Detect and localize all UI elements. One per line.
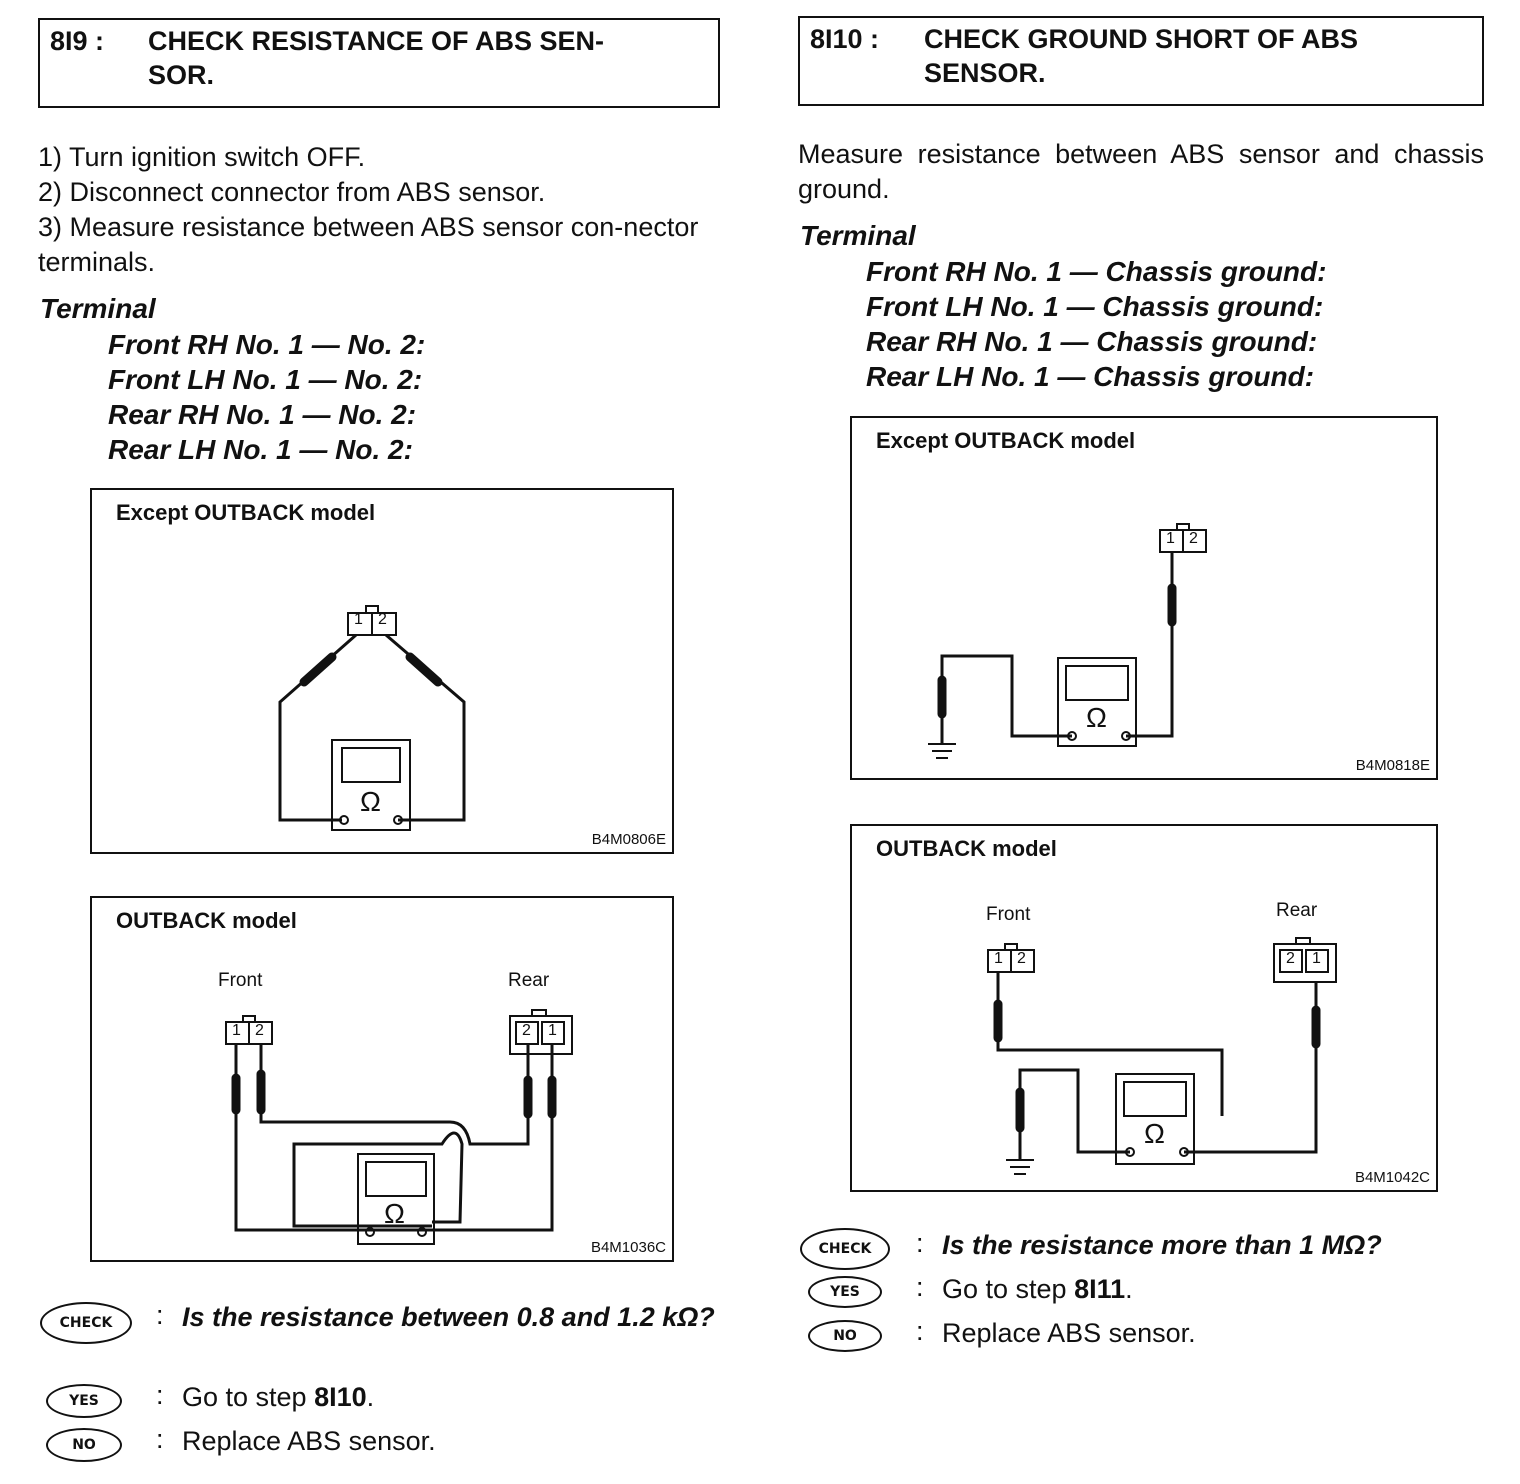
figure-id: B4M1036C [590, 1239, 666, 1256]
yes-prefix: Go to step [942, 1274, 1075, 1304]
instruction: Measure resistance between ABS sensor an… [798, 139, 1484, 204]
pin-label: 2 [1286, 950, 1295, 967]
terminal-item: Rear RH No. 1 — Chassis ground: [866, 326, 1318, 357]
step-title: CHECK RESISTANCE OF ABS SEN- SOR. [148, 26, 605, 90]
yes-action: Go to step 8I10. [182, 1380, 738, 1415]
separator: : [916, 1316, 924, 1346]
figure-except-outback-ground: Except OUTBACK model 1 2 Ω B4M0818E [850, 416, 1438, 780]
step-link-8i10[interactable]: 8I10 [314, 1382, 367, 1412]
front-label: Front [986, 904, 1031, 925]
pin-label: 1 [354, 611, 363, 628]
yes-suffix: . [366, 1382, 375, 1412]
step-link-8i11[interactable]: 8I11 [1074, 1274, 1126, 1304]
instruction-item: 1) Turn ignition switch OFF. [38, 142, 366, 172]
terminal-item: Front RH No. 1 — No. 2: [108, 329, 426, 360]
separator: : [916, 1272, 924, 1302]
ohm-symbol: Ω [360, 786, 381, 817]
separator: : [156, 1300, 164, 1330]
yes-prefix: Go to step [182, 1382, 315, 1412]
no-action: Replace ABS sensor. [942, 1318, 1196, 1348]
check-icon: CHECK [40, 1302, 132, 1344]
figure-title: OUTBACK model [876, 836, 1057, 861]
terminal-list: Front RH No. 1 — Chassis ground: Front L… [866, 254, 1326, 394]
separator: : [156, 1424, 164, 1454]
wiring-diagram [987, 937, 1337, 1175]
pin-label: 2 [255, 1022, 264, 1039]
ohm-symbol: Ω [1144, 1118, 1165, 1149]
pin-label: 1 [548, 1022, 557, 1039]
instruction-item: 2) Disconnect connector from ABS sensor. [38, 177, 546, 207]
no-icon: NO [808, 1320, 882, 1352]
figure-title: OUTBACK model [116, 908, 297, 933]
terminal-item: Front LH No. 1 — Chassis ground: [866, 291, 1324, 322]
no-action: Replace ABS sensor. [182, 1426, 436, 1456]
instruction-list: 1) Turn ignition switch OFF. 2) Disconne… [38, 140, 720, 280]
figure-title: Except OUTBACK model [876, 428, 1136, 453]
pin-label: 2 [1017, 950, 1026, 967]
figure-id: B4M0806E [591, 831, 666, 848]
terminal-heading: Terminal [40, 293, 156, 324]
check-question: Is the resistance more than 1 MΩ? [942, 1230, 1382, 1260]
pin-label: 1 [232, 1022, 241, 1039]
pin-label: 2 [522, 1022, 531, 1039]
yes-suffix: . [1125, 1274, 1133, 1304]
step-header-8i9: 8I9 : CHECK RESISTANCE OF ABS SEN- SOR. [38, 18, 720, 108]
pin-label: 2 [378, 611, 387, 628]
pin-label: 1 [1166, 530, 1175, 547]
front-label: Front [218, 970, 263, 991]
figure-except-outback-resistance: Except OUTBACK model 1 2 Ω B4M0806E [90, 488, 674, 854]
step-title: CHECK GROUND SHORT OF ABS SENSOR. [924, 24, 1359, 88]
pin-label: 1 [994, 950, 1003, 967]
pin-label: 1 [1312, 950, 1321, 967]
terminal-heading: Terminal [800, 220, 916, 251]
terminal-item: Front RH No. 1 — Chassis ground: [866, 256, 1327, 287]
rear-label: Rear [1276, 900, 1318, 921]
rear-label: Rear [508, 970, 550, 991]
instruction-item: 3) Measure resistance between ABS sensor… [38, 212, 699, 277]
yes-icon: YES [808, 1276, 882, 1308]
figure-outback-resistance: OUTBACK model Front Rear 1 2 2 1 Ω B4M10… [90, 896, 674, 1262]
step-number: 8I9 : [50, 26, 105, 56]
figure-outback-ground: OUTBACK model Front Rear 1 2 2 1 Ω B4M10… [850, 824, 1438, 1192]
wiring-diagram [928, 523, 1207, 759]
terminal-list: Front RH No. 1 — No. 2: Front LH No. 1 —… [108, 327, 425, 467]
wiring-diagram [278, 605, 466, 831]
pin-label: 2 [1189, 530, 1198, 547]
ohm-symbol: Ω [1086, 702, 1107, 733]
step-header-8i10: 8I10 : CHECK GROUND SHORT OF ABS SENSOR. [798, 16, 1484, 106]
check-icon: CHECK [800, 1228, 890, 1270]
figure-title: Except OUTBACK model [116, 500, 376, 525]
yes-icon: YES [46, 1384, 122, 1418]
ohm-symbol: Ω [384, 1198, 405, 1229]
step-number: 8I10 : [810, 24, 880, 54]
separator: : [916, 1228, 924, 1258]
figure-id: B4M1042C [1354, 1169, 1430, 1186]
check-question: Is the resistance between 0.8 and 1.2 kΩ… [182, 1302, 715, 1332]
terminal-item: Rear RH No. 1 — No. 2: [108, 399, 417, 430]
no-icon: NO [46, 1428, 122, 1462]
separator: : [156, 1380, 164, 1410]
terminal-item: Rear LH No. 1 — No. 2: [108, 434, 413, 465]
terminal-item: Rear LH No. 1 — Chassis ground: [866, 361, 1315, 392]
yes-action: Go to step 8I11. [942, 1272, 1498, 1307]
wiring-diagram [225, 1009, 573, 1245]
figure-id: B4M0818E [1355, 757, 1430, 774]
terminal-item: Front LH No. 1 — No. 2: [108, 364, 423, 395]
